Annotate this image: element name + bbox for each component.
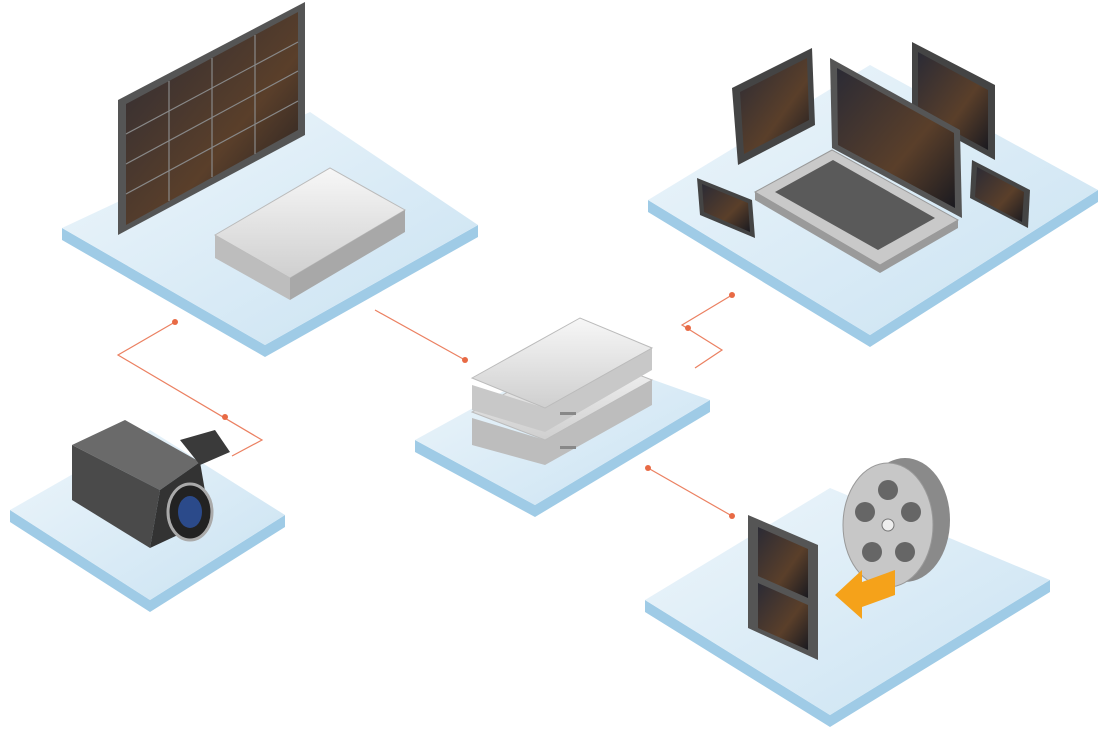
camcorder-icon (72, 420, 230, 548)
connector-server-to-storage (647, 467, 733, 517)
connectors (116, 294, 733, 517)
tablet-icon (732, 48, 815, 165)
phone-icon (970, 160, 1030, 228)
phone-icon (697, 178, 755, 238)
film-reel-icon (842, 458, 950, 588)
connector-camera-to-recorder (116, 321, 264, 457)
connector-server-to-clients (680, 294, 733, 369)
recorder-box-icon (214, 167, 407, 300)
video-wall-icon (118, 2, 305, 235)
import-arrow-icon (835, 570, 895, 619)
laptop-icon (753, 58, 962, 273)
laptop-tablets-icon (697, 42, 1030, 273)
connector-dots (172, 292, 735, 519)
connector-recorder-to-server (374, 309, 466, 361)
server-icon (470, 317, 654, 465)
tablet-icon (912, 42, 995, 160)
film-strip-icon (748, 515, 818, 660)
